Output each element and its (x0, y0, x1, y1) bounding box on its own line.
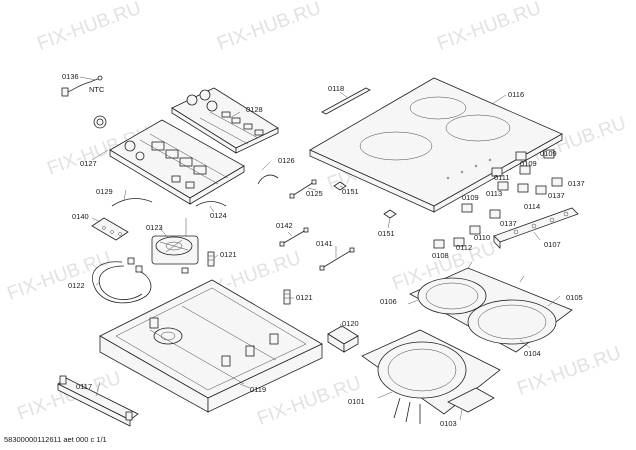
label-0137-right: 0137 (568, 179, 585, 188)
label-0105: 0105 (566, 293, 583, 302)
label-0116: 0116 (508, 90, 524, 99)
part-0101-lower-coil (361, 329, 501, 424)
label-0126: 0126 (278, 156, 295, 165)
watermark-text: FIX-HUB.RU (35, 0, 144, 55)
watermark-text: FIX-HUB.RU (15, 368, 124, 425)
part-0125-cable (289, 179, 317, 199)
part-0107-panel-strip (493, 207, 579, 249)
label-0106: 0106 (380, 297, 397, 306)
label-0137-left: 0137 (500, 219, 517, 228)
label-0128: 0128 (246, 105, 263, 114)
part-0118-rod (321, 87, 371, 115)
label-0118: 0118 (328, 84, 344, 93)
part-0120-terminal-block (327, 325, 359, 353)
label-0151-lower: 0151 (378, 229, 395, 238)
label-0117: 0117 (76, 382, 92, 391)
watermarks: FIX-HUB.RU FIX-HUB.RU FIX-HUB.RU FIX-HUB… (5, 0, 629, 430)
part-0141-cable (319, 247, 355, 271)
label-0108: 0108 (432, 251, 449, 260)
label-0107: 0107 (544, 240, 561, 249)
label-0101: 0101 (348, 397, 365, 406)
part-0128-control-board (171, 87, 279, 154)
label-0121-upper: 0121 (220, 250, 237, 259)
part-0136-ntc-sensor (61, 75, 103, 97)
part-0123-fan (151, 218, 199, 274)
label-0129: 0129 (96, 187, 113, 196)
label-0120: 0120 (342, 319, 359, 328)
label-0119: 0119 (250, 385, 266, 394)
part-0142-cable (279, 227, 309, 247)
label-0140: 0140 (72, 212, 89, 221)
label-0110: 0110 (474, 233, 490, 242)
label-0127: 0127 (80, 159, 97, 168)
part-0151-clip-lower (383, 209, 397, 219)
part-0140-sensor-board (91, 217, 129, 241)
label-0136: 0136 (62, 72, 79, 81)
label-0137-mid: 0137 (548, 191, 565, 200)
label-0151-upper: 0151 (342, 187, 359, 196)
part-0106-coil-carrier (409, 261, 573, 353)
callout-labels: 0136 NTC 0128 0127 0126 0129 0124 0140 0… (62, 72, 585, 428)
part-0121-spring-upper (207, 251, 215, 267)
watermark-text: FIX-HUB.RU (5, 248, 114, 305)
part-control-buttons (433, 149, 563, 249)
part-0126-cable (257, 174, 279, 185)
label-0123: 0123 (146, 223, 163, 232)
label-0141: 0141 (316, 239, 333, 248)
label-0109-left: 0109 (462, 193, 479, 202)
watermark-text: FIX-HUB.RU (435, 0, 544, 55)
label-0121-lower: 0121 (296, 293, 313, 302)
label-0112: 0112 (456, 243, 472, 252)
part-0121-spring-lower (283, 289, 291, 305)
leader-lines (79, 76, 561, 421)
label-0113: 0113 (486, 189, 502, 198)
part-0119-housing (99, 279, 323, 413)
watermark-text: FIX-HUB.RU (215, 0, 324, 55)
label-0111: 0111 (494, 173, 510, 182)
part-0127-power-board (93, 115, 245, 205)
part-0129-cable (111, 198, 153, 207)
label-0104: 0104 (524, 349, 541, 358)
label-0114: 0114 (524, 202, 540, 211)
label-0124: 0124 (210, 211, 227, 220)
label-0103: 0103 (440, 419, 457, 428)
part-0117-bracket (57, 375, 139, 427)
part-0122-power-cord (92, 257, 152, 304)
label-0125: 0125 (306, 189, 323, 198)
document-footer: 58300000112611 aet 000 c 1/1 (4, 435, 107, 444)
part-0124-cable (195, 201, 227, 207)
label-0142: 0142 (276, 221, 293, 230)
label-0109-top-mid: 0109 (520, 159, 537, 168)
label-ntc: NTC (89, 85, 105, 94)
label-0109-top-right: 0109 (540, 149, 557, 158)
label-0122: 0122 (68, 281, 85, 290)
